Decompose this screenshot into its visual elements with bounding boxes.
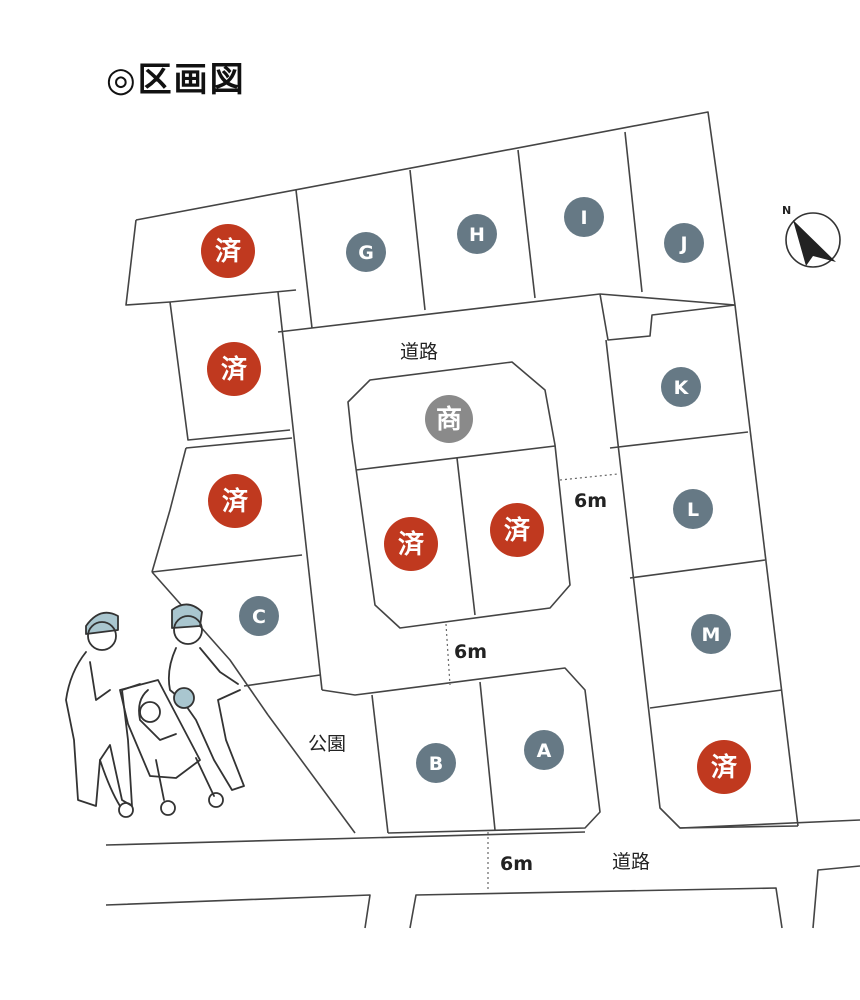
- lot-badge-circle: [201, 224, 255, 278]
- lot-badge-label: 済: [221, 354, 248, 385]
- lot-badge-sold-3: 済: [208, 474, 262, 528]
- lot-badge-B: B: [416, 743, 456, 783]
- top-row-lots: [125, 111, 736, 333]
- lot-badge-circle: [207, 342, 261, 396]
- lot-badge-label: A: [537, 740, 552, 762]
- lot-badge-K: K: [661, 367, 701, 407]
- lot-badge-circle: [664, 223, 704, 263]
- roads: [105, 819, 860, 929]
- lot-badge-label: G: [358, 242, 374, 264]
- lot-badge-label: H: [469, 224, 485, 246]
- central-block: [347, 361, 619, 686]
- road-width-middle: 6m: [454, 641, 487, 663]
- lot-badge-circle: [490, 503, 544, 557]
- lot-badge-C: C: [239, 596, 279, 636]
- lot-badge-sold-6: 済: [697, 740, 751, 794]
- bottom-middle-lots: [321, 667, 601, 892]
- lot-badge-label: C: [252, 606, 266, 628]
- road-width-bottom: 6m: [500, 853, 533, 875]
- lot-badge-label: 済: [711, 752, 738, 783]
- lot-badge-A: A: [524, 730, 564, 770]
- lot-badge-L: L: [673, 489, 713, 529]
- lot-badge-G: G: [346, 232, 386, 272]
- lot-badge-label: J: [678, 233, 687, 255]
- lot-badge-circle: [673, 489, 713, 529]
- lot-badge-sold-2: 済: [207, 342, 261, 396]
- lot-badge-J: J: [664, 223, 704, 263]
- svg-text:N: N: [782, 204, 791, 217]
- park-label: 公園: [308, 733, 346, 755]
- lot-badge-sold-1: 済: [201, 224, 255, 278]
- left-column-lots: [151, 291, 356, 834]
- lot-badge-label: L: [687, 499, 699, 521]
- lot-badge-circle: [661, 367, 701, 407]
- lot-badge-label: I: [580, 207, 587, 229]
- north-arrow-icon: N: [782, 204, 841, 268]
- lot-badge-circle: [208, 474, 262, 528]
- lot-badge-sold-5: 済: [490, 503, 544, 557]
- road-width-right: 6m: [574, 490, 607, 512]
- lot-badge-circle: [425, 395, 473, 443]
- lot-badge-circle: [457, 214, 497, 254]
- lot-badge-label: M: [702, 624, 721, 646]
- page-title: ◎区画図: [106, 60, 246, 100]
- lot-badge-H: H: [457, 214, 497, 254]
- lot-badge-circle: [524, 730, 564, 770]
- lot-badge-label: 済: [398, 529, 425, 560]
- lot-badge-I: I: [564, 197, 604, 237]
- lot-badge-circle: [346, 232, 386, 272]
- road-label-bottom: 道路: [612, 851, 650, 873]
- lot-badge-circle: [697, 740, 751, 794]
- lot-badge-label: B: [429, 753, 443, 775]
- right-column-lots: [599, 293, 799, 829]
- lot-badge-label: 済: [504, 515, 531, 546]
- lot-badge-circle: [384, 517, 438, 571]
- lot-badge-circle: [416, 743, 456, 783]
- lot-badge-label: 済: [215, 236, 242, 267]
- lot-badge-circle: [691, 614, 731, 654]
- lot-badge-label: K: [674, 377, 690, 399]
- lot-badge-sold-4: 済: [384, 517, 438, 571]
- lot-badge-label: 済: [222, 486, 249, 517]
- road-label-top: 道路: [400, 341, 438, 363]
- lot-badge-commercial: 商: [425, 395, 473, 443]
- lot-badge-circle: [239, 596, 279, 636]
- lot-badge-M: M: [691, 614, 731, 654]
- lot-badge-label: 商: [436, 404, 462, 435]
- family-illustration-icon: [65, 603, 245, 818]
- lot-badge-circle: [564, 197, 604, 237]
